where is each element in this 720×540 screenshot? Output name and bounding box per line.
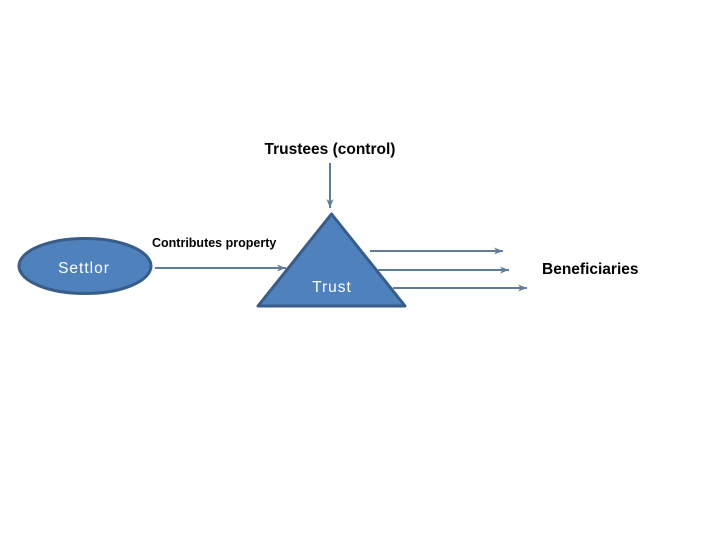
contributes-property-label: Contributes property	[152, 236, 276, 250]
settlor-label: Settlor	[58, 260, 110, 277]
trust-label: Trust	[312, 279, 352, 296]
trustees-label: Trustees (control)	[265, 141, 396, 158]
trust-triangle	[256, 212, 407, 308]
beneficiaries-label: Beneficiaries	[542, 261, 639, 278]
settlor-ellipse	[17, 237, 153, 295]
